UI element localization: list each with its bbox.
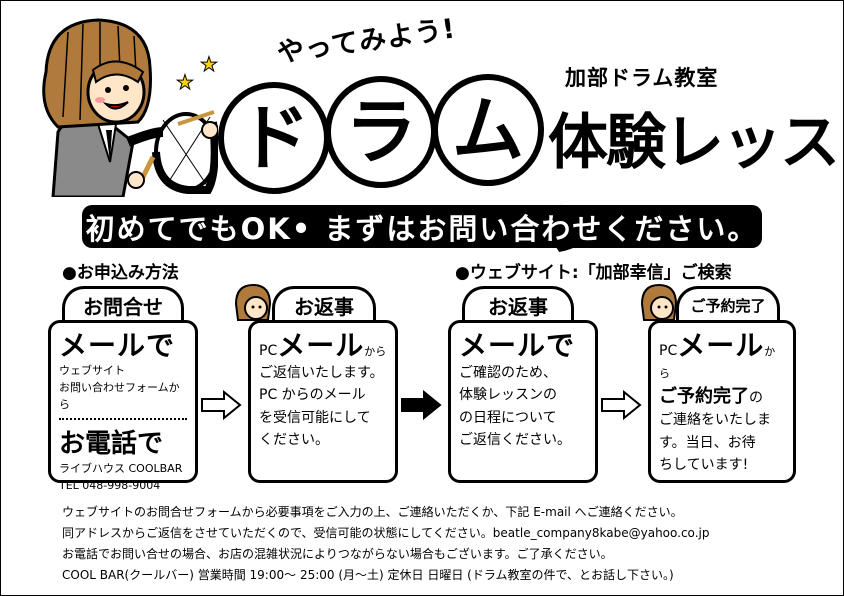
arrow-right-icon [601, 390, 642, 420]
star-icon: ★ [200, 52, 219, 77]
confirm-line-3: の日程について [459, 409, 557, 426]
pc-label: PC [259, 343, 278, 359]
arrow-right-icon [201, 390, 242, 420]
mail-sub-2: お問い合わせフォームから [59, 380, 180, 411]
highlight-suffix: の [749, 389, 763, 406]
mascot-face-icon [640, 283, 678, 321]
step-box-reply: PCメールから ご返信いたします。 PC からのメール を受信可能にして くださ… [248, 320, 398, 483]
phone-number: TEL 048-998-9004 [59, 478, 161, 492]
footer-line: 同アドレスからご返信をさせていただくので、受信可能の状態にしてください。beat… [62, 526, 710, 540]
title-char-ra: ラ [325, 76, 437, 188]
step-tab-reply: お返事 [272, 286, 376, 322]
divider [59, 417, 187, 420]
complete-line-3: ちしています! [659, 457, 749, 474]
website-label: ●ウェブサイト:「加部幸信」ご検索 [455, 263, 732, 283]
confirm-line-1: ご確認のため、 [459, 364, 557, 381]
step-tab-complete: ご予約完了 [676, 286, 780, 322]
footer-line: お電話でお問い合せの場合、お店の混雑状況によりつながらない場合もございます。ご了… [62, 547, 613, 561]
star-icon: ★ [176, 70, 195, 95]
step-box-complete: PCメールから ご予約完了の ご連絡をいたしま す。当日、お待 ちしています! [648, 320, 796, 483]
mail-word: メール [277, 329, 365, 362]
pc-label: PC [659, 343, 678, 359]
mail-sub-1: ウェブサイト [59, 363, 125, 377]
mail-method: メールで [59, 329, 176, 362]
apply-label: ●お申込み方法 [62, 263, 179, 283]
mail-suffix: から [364, 345, 387, 358]
mail-suffix: から [659, 345, 776, 380]
arrow-right-solid-icon [401, 390, 442, 420]
footer-line: COOL BAR(クールバー) 営業時間 19:00〜 25:00 (月〜土) … [62, 568, 674, 582]
tel-method: お電話で [59, 428, 164, 459]
banner: 初めてでもOK• まずはお問い合わせください。 [82, 205, 762, 248]
step-tab-confirm: お返事 [462, 286, 574, 322]
step-tab-inquiry: お問合せ [62, 286, 184, 322]
mail-method-confirm: メールで [459, 329, 576, 362]
reservation-complete: ご予約完了 [659, 385, 749, 407]
mascot-face-icon [234, 283, 272, 321]
footer-line: ウェブサイトのお問合せフォームから必要事項をご入力の上、ご連絡いただくか、下記 … [62, 505, 683, 519]
mail-word: メール [677, 329, 765, 362]
reply-line-4: ください。 [259, 431, 329, 448]
reply-line-1: ご返信いたします。 [259, 364, 384, 381]
drummer-mascot [42, 18, 218, 197]
title-char-mu: ム [432, 74, 544, 186]
step-box-inquiry: メールで ウェブサイト お問い合わせフォームから お電話で ライブハウス COO… [48, 320, 198, 492]
step-box-confirm: メールで ご確認のため、 体験レッスンの の日程について ご返信ください。 [448, 320, 598, 483]
reply-line-3: を受信可能にして [259, 409, 371, 426]
complete-line-1: ご連絡をいたしま [659, 412, 771, 429]
complete-line-2: す。当日、お待 [659, 434, 756, 451]
confirm-line-2: 体験レッスンの [459, 387, 557, 404]
confirm-line-4: ご返信ください。 [459, 431, 571, 448]
footer-notes: ウェブサイトのお問合せフォームから必要事項をご入力の上、ご連絡いただくか、下記 … [62, 502, 709, 586]
school-name: 加部ドラム教室 [565, 66, 719, 90]
title-char-do: ド [218, 82, 330, 194]
reply-line-2: PC からのメール [259, 387, 366, 404]
venue: ライブハウス COOLBAR [59, 461, 183, 475]
